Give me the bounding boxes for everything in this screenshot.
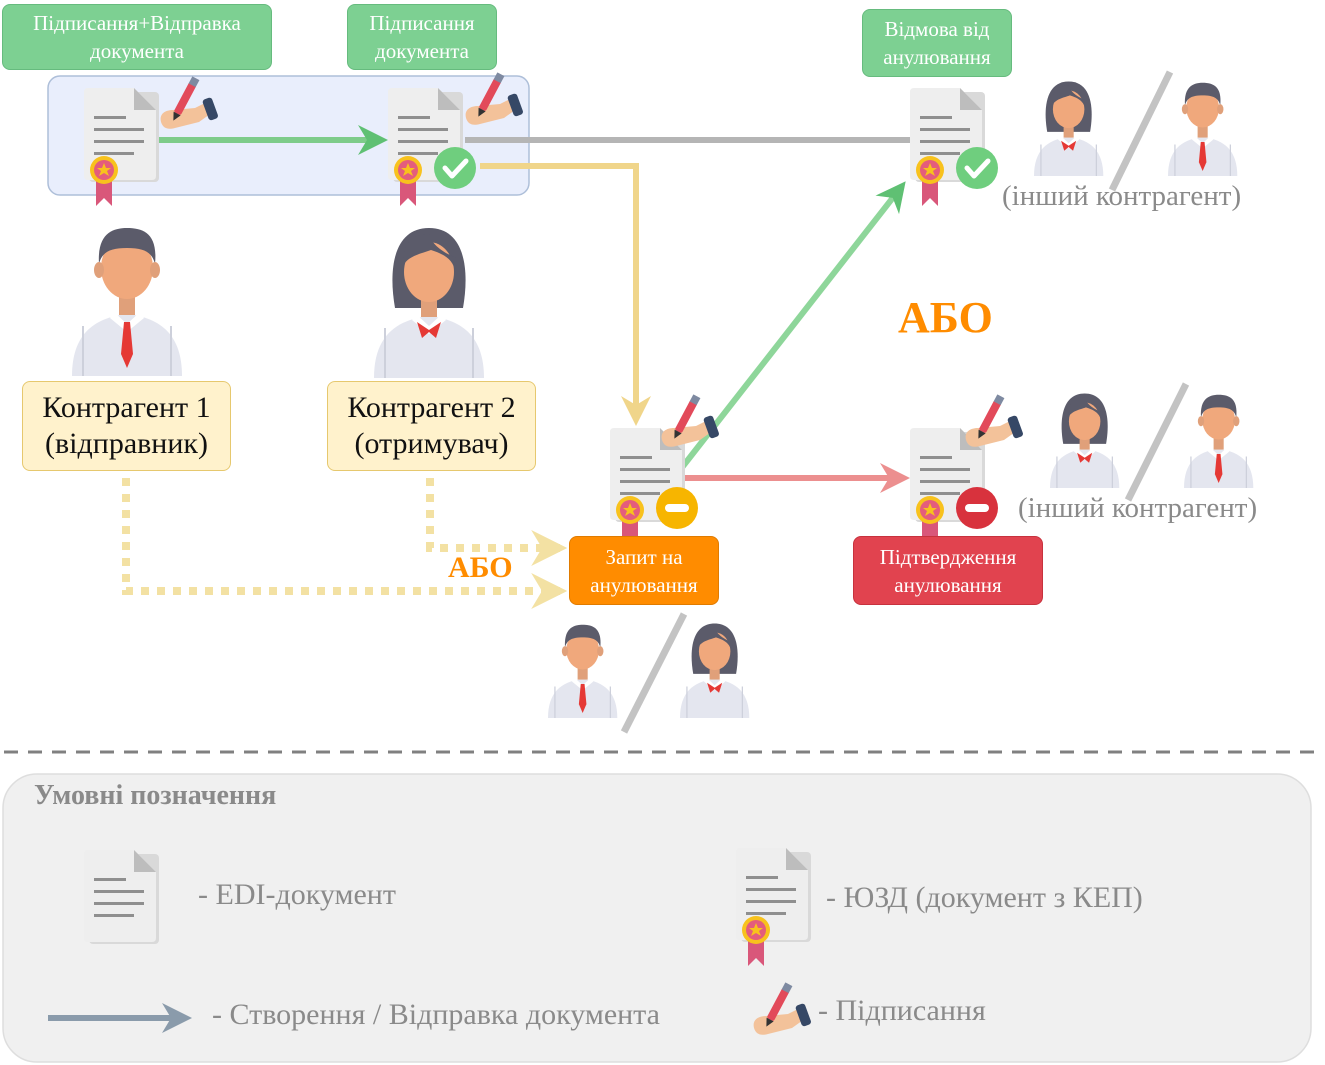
party2-name: Контрагент 2 [347, 391, 516, 424]
person-male-icon [1168, 82, 1238, 176]
label-sign-send: Підписання+Відправка документа [2, 4, 272, 70]
label-request-cancel: Запит на анулювання [569, 536, 719, 605]
signing-icon [965, 394, 1024, 447]
person-male-icon [1184, 394, 1254, 488]
person-female-icon [374, 228, 484, 378]
slash-divider [1124, 382, 1190, 502]
slash-divider [620, 612, 688, 734]
party1-box: Контрагент 1 (відправник) [22, 381, 231, 471]
signing-icon [661, 394, 720, 447]
label-refuse-cancel: Відмова від анулювання [862, 9, 1012, 77]
check-icon [434, 147, 476, 189]
party1-name: Контрагент 1 [42, 391, 211, 424]
note-other-party-top: (інший контрагент) [1002, 180, 1242, 212]
person-female-icon [1034, 81, 1104, 176]
legend-create-send: - Створення / Відправка документа [212, 998, 660, 1031]
note-other-party-bottom: (інший контрагент) [1018, 492, 1258, 524]
slash-divider [1108, 70, 1174, 192]
dotted-arrow-party2 [426, 478, 568, 566]
check-icon [956, 147, 998, 189]
label-refuse-cancel-text: Відмова від анулювання [883, 17, 991, 69]
party1-role: (відправник) [45, 427, 208, 460]
person-male-icon [548, 624, 618, 718]
label-confirm-cancel: Підтвердження анулювання [853, 536, 1043, 605]
legend-signing: - Підписання [818, 994, 986, 1027]
or-label-small: АБО [448, 551, 513, 584]
person-female-icon [680, 623, 750, 718]
label-request-cancel-text: Запит на анулювання [590, 544, 698, 597]
person-male-icon [72, 228, 182, 376]
dotted-arrow-party1 [122, 478, 568, 609]
legend-panel [2, 773, 1312, 1063]
minus-red-icon [956, 487, 998, 529]
label-sign-send-text: Підписання+Відправка документа [33, 11, 241, 63]
label-sign-doc-text: Підписання документа [369, 11, 475, 63]
person-female-icon [1050, 393, 1120, 488]
yellow-arrow-to-request [480, 163, 651, 426]
or-label-big: АБО [898, 293, 993, 342]
label-sign-doc: Підписання документа [347, 4, 497, 70]
legend-title: Умовні позначення [34, 780, 277, 811]
edi-doc-icon [84, 850, 159, 944]
legend-signed-doc: - ЮЗД (документ з КЕП) [826, 881, 1143, 914]
green-arrow-to-refusal [677, 181, 906, 472]
label-confirm-cancel-text: Підтвердження анулювання [879, 544, 1017, 597]
legend-edi-doc: - EDI-документ [198, 878, 396, 911]
party2-box: Контрагент 2 (отримувач) [327, 381, 536, 471]
party2-role: (отримувач) [354, 427, 509, 460]
minus-yellow-icon [656, 487, 698, 529]
